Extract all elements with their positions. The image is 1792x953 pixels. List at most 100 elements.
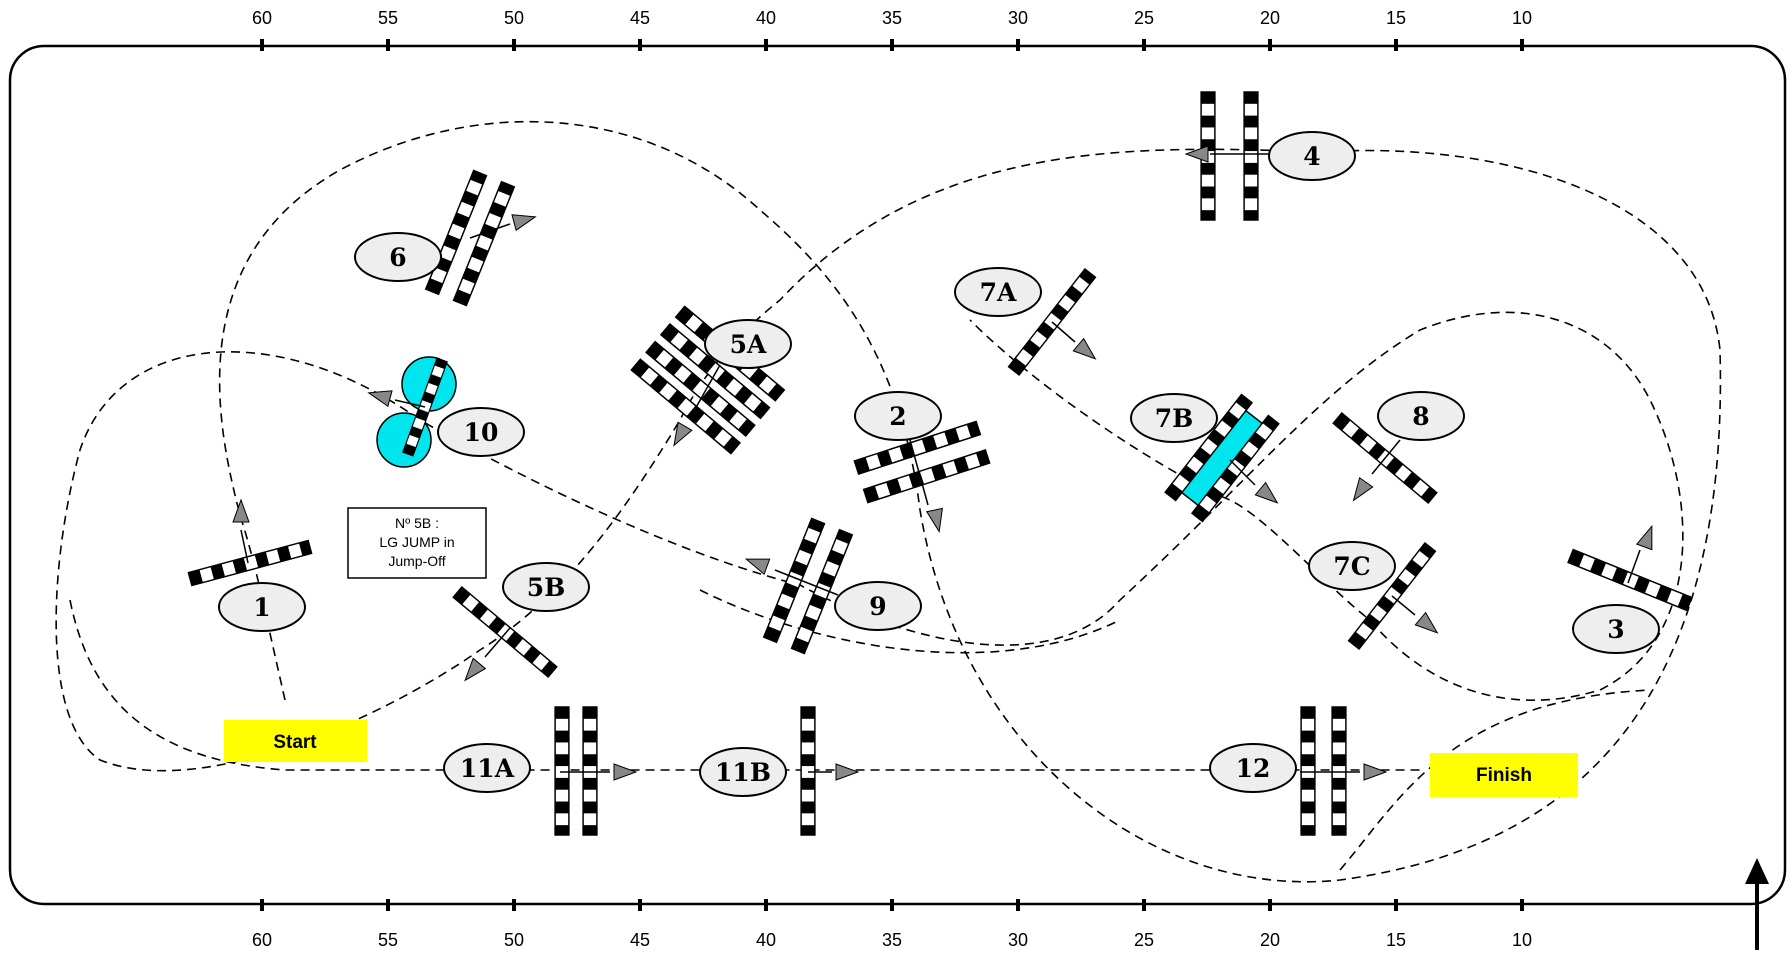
fence-12[interactable] <box>1300 706 1387 836</box>
svg-text:4: 4 <box>1303 142 1320 171</box>
fence-7a[interactable] <box>1007 268 1101 376</box>
svg-text:30: 30 <box>1008 8 1028 28</box>
scale-tick: 40 <box>756 8 776 51</box>
finish-marker[interactable]: Finish <box>1430 753 1578 797</box>
svg-text:10: 10 <box>1512 8 1532 28</box>
svg-text:25: 25 <box>1134 930 1154 950</box>
svg-text:2: 2 <box>889 402 906 431</box>
label-10[interactable]: 10 <box>437 407 525 457</box>
svg-text:Jump-Off: Jump-Off <box>388 553 445 569</box>
scale-tick: 50 <box>504 899 524 950</box>
svg-text:10: 10 <box>1512 930 1532 950</box>
svg-text:11A: 11A <box>460 754 515 783</box>
scale-tick: 20 <box>1260 8 1280 51</box>
fence-1[interactable] <box>187 499 313 587</box>
fence-11a[interactable] <box>554 706 637 836</box>
svg-text:35: 35 <box>882 8 902 28</box>
fence-11b[interactable] <box>800 706 859 836</box>
svg-text:10: 10 <box>464 418 499 447</box>
label-3[interactable]: 3 <box>1572 604 1660 654</box>
svg-text:45: 45 <box>630 8 650 28</box>
svg-text:7C: 7C <box>1333 552 1370 581</box>
label-6[interactable]: 6 <box>354 232 442 282</box>
svg-text:50: 50 <box>504 8 524 28</box>
svg-text:5B: 5B <box>527 573 566 602</box>
svg-text:15: 15 <box>1386 930 1406 950</box>
scale-tick: 60 <box>252 899 272 950</box>
scale-tick: 20 <box>1260 899 1280 950</box>
scale-tick: 15 <box>1386 899 1406 950</box>
scale-tick: 50 <box>504 8 524 51</box>
label-11b[interactable]: 11B <box>699 747 787 797</box>
fence-10[interactable] <box>366 356 457 468</box>
svg-text:12: 12 <box>1236 754 1271 783</box>
svg-text:5A: 5A <box>730 330 767 359</box>
fence-8[interactable] <box>1332 412 1438 506</box>
svg-text:11B: 11B <box>715 758 771 787</box>
svg-text:20: 20 <box>1260 8 1280 28</box>
label-7b[interactable]: 7B <box>1130 393 1218 443</box>
jump-off-note: Nº 5B : LG JUMP in Jump-Off <box>347 507 487 579</box>
scale-tick: 45 <box>630 8 650 51</box>
label-9[interactable]: 9 <box>834 581 922 631</box>
label-5a[interactable]: 5A <box>704 319 792 369</box>
fence-6[interactable] <box>424 169 538 307</box>
fence-9[interactable] <box>742 517 854 655</box>
label-7a[interactable]: 7A <box>954 267 1042 317</box>
svg-text:50: 50 <box>504 930 524 950</box>
svg-text:LG JUMP in: LG JUMP in <box>379 534 454 550</box>
scale-tick: 55 <box>378 8 398 51</box>
label-8[interactable]: 8 <box>1377 391 1465 441</box>
scale-tick: 15 <box>1386 8 1406 51</box>
svg-text:7A: 7A <box>980 278 1017 307</box>
svg-text:Finish: Finish <box>1476 765 1532 786</box>
svg-text:35: 35 <box>882 930 902 950</box>
fence-7b[interactable] <box>1164 393 1283 523</box>
svg-text:40: 40 <box>756 930 776 950</box>
scale-tick: 40 <box>756 899 776 950</box>
scale-tick: 10 <box>1512 899 1532 950</box>
fence-4[interactable] <box>1185 91 1270 221</box>
svg-text:45: 45 <box>630 930 650 950</box>
svg-text:1: 1 <box>253 593 270 622</box>
fence-5b[interactable] <box>452 586 558 686</box>
label-2[interactable]: 2 <box>854 391 942 441</box>
svg-text:6: 6 <box>389 243 406 272</box>
svg-text:15: 15 <box>1386 8 1406 28</box>
svg-text:30: 30 <box>1008 930 1028 950</box>
arena-boundary <box>8 44 1787 906</box>
scale-tick: 45 <box>630 899 650 950</box>
label-11a[interactable]: 11A <box>443 743 531 793</box>
scale-tick: 60 <box>252 8 272 51</box>
svg-text:25: 25 <box>1134 8 1154 28</box>
start-marker[interactable]: Start <box>224 720 367 762</box>
scale-bottom: 60 55 50 45 40 35 30 25 20 15 10 <box>252 899 1532 950</box>
scale-tick: 25 <box>1134 899 1154 950</box>
scale-top: 60 55 50 45 40 35 30 25 20 15 10 <box>252 8 1532 51</box>
label-4[interactable]: 4 <box>1268 131 1356 181</box>
label-5b[interactable]: 5B <box>502 562 590 612</box>
scale-tick: 30 <box>1008 899 1028 950</box>
north-arrow-icon <box>1745 858 1769 950</box>
label-12[interactable]: 12 <box>1209 743 1297 793</box>
scale-tick: 10 <box>1512 8 1532 51</box>
fence-5a[interactable] <box>630 305 786 455</box>
course-route-segment <box>699 589 1121 654</box>
label-1[interactable]: 1 <box>218 582 306 632</box>
svg-text:55: 55 <box>378 8 398 28</box>
fence-2[interactable] <box>853 420 991 534</box>
svg-text:9: 9 <box>869 592 886 621</box>
svg-text:7B: 7B <box>1155 404 1194 433</box>
label-7c[interactable]: 7C <box>1308 541 1396 591</box>
svg-text:Start: Start <box>273 732 317 753</box>
fence-3[interactable] <box>1567 522 1693 612</box>
scale-tick: 35 <box>882 8 902 51</box>
svg-text:60: 60 <box>252 8 272 28</box>
svg-text:40: 40 <box>756 8 776 28</box>
svg-text:8: 8 <box>1412 402 1429 431</box>
scale-tick: 55 <box>378 899 398 950</box>
svg-text:3: 3 <box>1607 615 1624 644</box>
fence-7c[interactable] <box>1347 542 1443 650</box>
svg-text:55: 55 <box>378 930 398 950</box>
